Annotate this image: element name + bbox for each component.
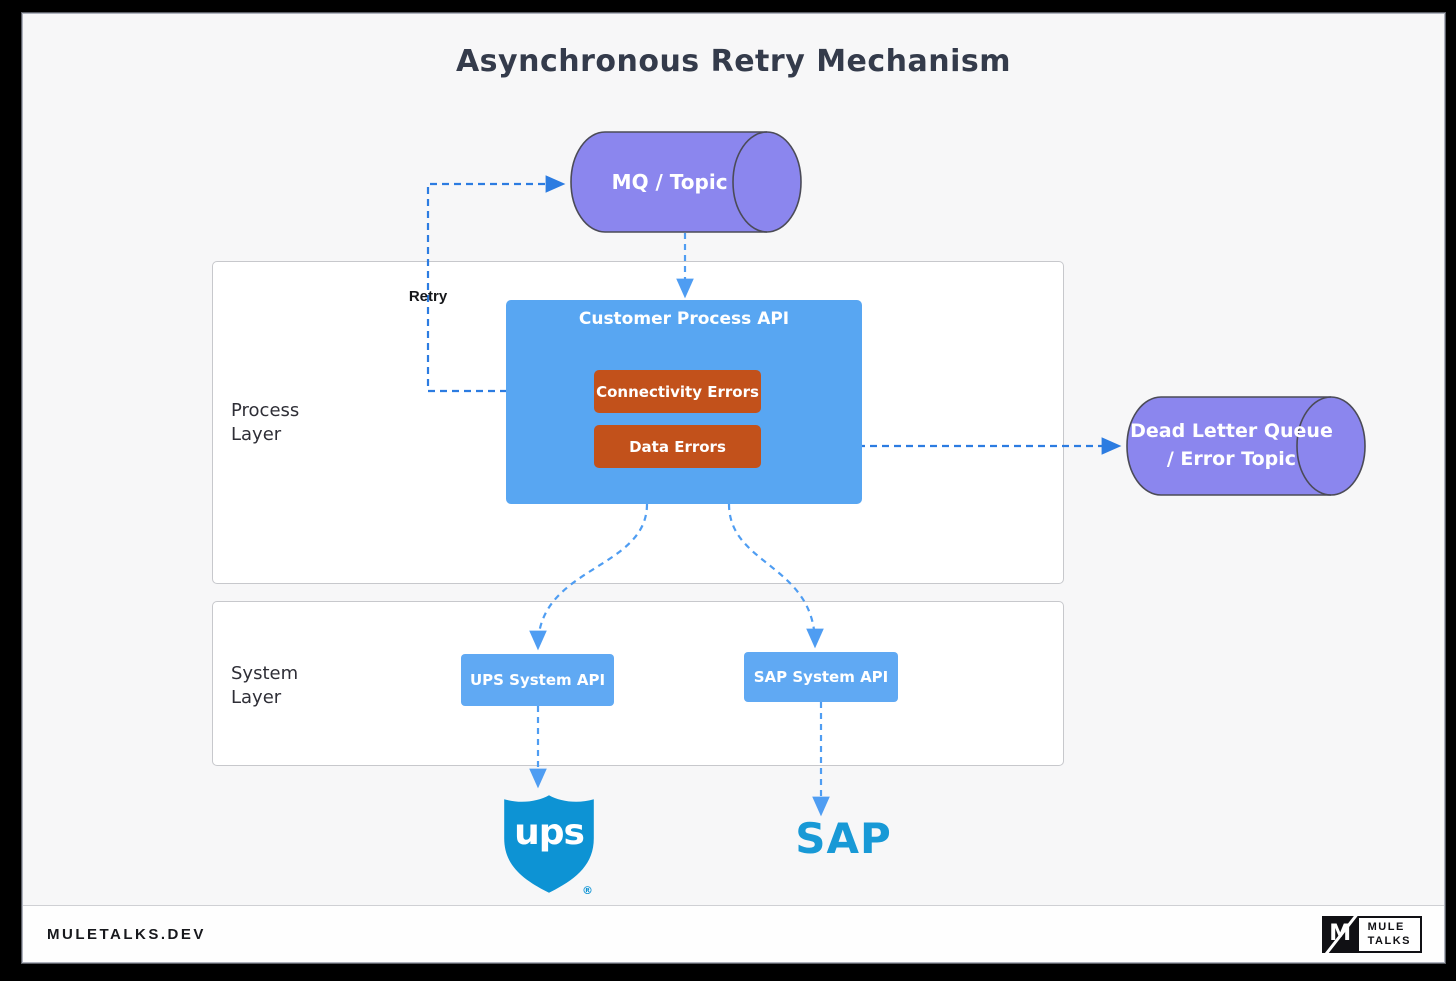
ups-logo: ups ®: [501, 792, 601, 897]
connectivity-errors-node: Connectivity Errors: [594, 370, 761, 413]
cylinder-shape: [1126, 396, 1366, 496]
ups-system-api-label: UPS System API: [469, 671, 606, 689]
customer-process-api-node: Customer Process API Connectivity Errors…: [506, 300, 862, 504]
connectivity-errors-label: Connectivity Errors: [596, 382, 759, 401]
system-layer-label-line1: System: [231, 663, 299, 684]
data-errors-label: Data Errors: [629, 437, 726, 456]
ups-wordmark: ups: [514, 812, 585, 853]
cylinder-shape: [570, 131, 802, 233]
footer: MULETALKS.DEV M MULE TALKS: [23, 905, 1444, 962]
ups-system-api-node: UPS System API: [461, 654, 614, 706]
system-layer-box: [212, 601, 1064, 766]
diagram-canvas: Asynchronous Retry Mechanism Process Lay…: [22, 13, 1445, 963]
muletalks-logo: M MULE TALKS: [1321, 915, 1422, 953]
sap-logo: SAP: [776, 814, 911, 863]
mq-topic-node: MQ / Topic: [569, 130, 803, 234]
muletalks-wordmark: MULE TALKS: [1358, 915, 1422, 953]
sap-wordmark: SAP: [795, 814, 892, 863]
data-errors-node: Data Errors: [594, 425, 761, 468]
process-layer-label-line2: Layer: [231, 424, 282, 446]
system-layer-label-line2: Layer: [231, 687, 282, 709]
customer-process-api-label: Customer Process API: [578, 309, 790, 329]
sap-system-api-node: SAP System API: [744, 652, 898, 702]
mq-topic-label: MQ / Topic: [611, 169, 728, 194]
footer-site-text: MULETALKS.DEV: [47, 925, 206, 943]
dead-letter-queue-label: Dead Letter Queue / Error Topic: [1130, 420, 1333, 470]
muletalks-monogram-icon: M: [1321, 915, 1359, 953]
system-layer-label: System Layer: [231, 662, 298, 711]
process-layer-label-line1: Process: [231, 400, 300, 421]
process-layer-label: Process Layer: [231, 399, 299, 448]
dead-letter-queue-node: Dead Letter Queue / Error Topic: [1125, 395, 1367, 497]
ups-registered-mark: ®: [582, 884, 593, 897]
ups-shield-icon: [504, 795, 594, 893]
diagram-title: Asynchronous Retry Mechanism: [455, 44, 1012, 79]
sap-system-api-label: SAP System API: [753, 668, 889, 686]
retry-edge-label: Retry: [408, 288, 448, 305]
